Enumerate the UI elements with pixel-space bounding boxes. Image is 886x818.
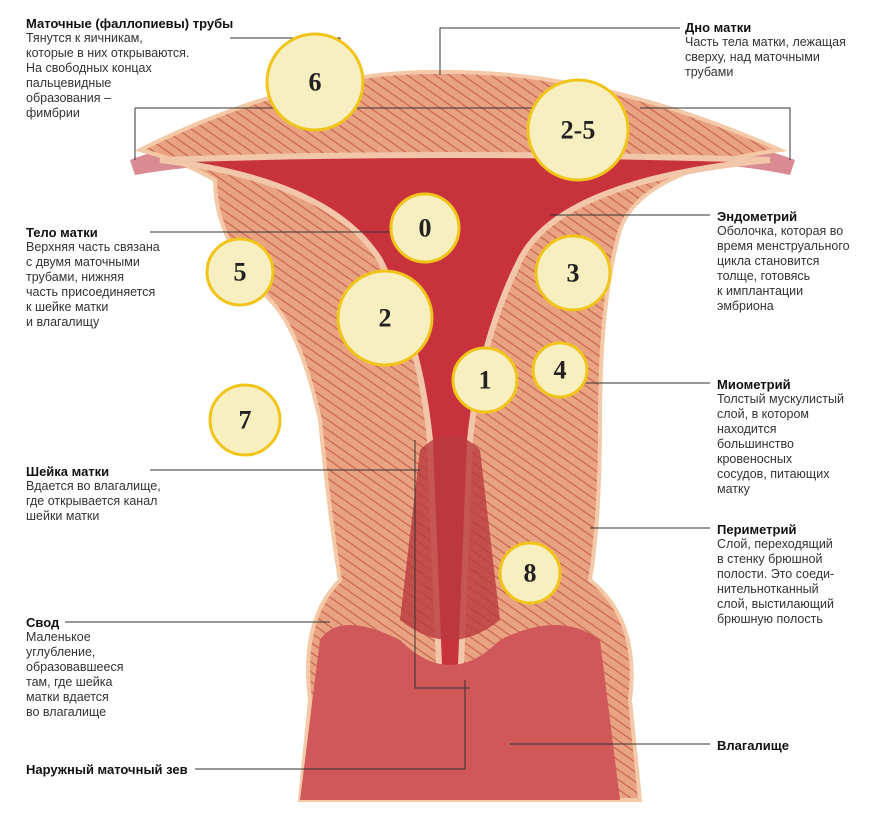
marker-5: 5 xyxy=(205,237,275,307)
marker-number: 1 xyxy=(479,366,492,395)
marker-1: 1 xyxy=(451,346,519,414)
label-text: Верхняя часть связана с двумя маточными … xyxy=(26,240,160,329)
marker-circle xyxy=(208,383,282,457)
leader-lines xyxy=(65,27,791,770)
marker-2-5: 2-5 xyxy=(526,78,630,182)
marker-4: 4 xyxy=(531,341,589,399)
marker-circle xyxy=(498,541,562,605)
cervical-canal xyxy=(400,435,500,640)
marker-8: 8 xyxy=(498,541,562,605)
label-text: Часть тела матки, лежащая сверху, над ма… xyxy=(685,35,846,79)
label-text: Толстый мускулистый слой, в котором нахо… xyxy=(717,392,844,496)
label-title: Тело матки xyxy=(26,225,98,240)
label-title: Влагалище xyxy=(717,738,789,753)
marker-0: 0 xyxy=(389,192,461,264)
label-text: Тянутся к яичникам, которые в них открыв… xyxy=(26,31,190,120)
marker-circle xyxy=(451,346,519,414)
marker-3: 3 xyxy=(534,234,612,312)
label-text: Вдается во влагалище, где открывается ка… xyxy=(26,479,161,523)
label-title: Эндометрий xyxy=(717,209,798,224)
label-external-os: Наружный маточный зев xyxy=(26,762,196,777)
marker-circle xyxy=(389,192,461,264)
marker-number: 2 xyxy=(379,304,392,333)
marker-circle xyxy=(526,78,630,182)
marker-number: 2-5 xyxy=(561,116,596,145)
label-vagina: Влагалище xyxy=(717,738,882,753)
marker-number: 4 xyxy=(554,356,567,385)
label-text: Маленькое углубление, образовавшееся там… xyxy=(26,630,124,719)
label-title: Миометрий xyxy=(717,377,791,392)
marker-7: 7 xyxy=(208,383,282,457)
vagina xyxy=(300,625,620,800)
marker-number: 3 xyxy=(567,259,580,288)
label-title: Маточные (фаллопиевы) трубы xyxy=(26,16,234,31)
marker-number: 5 xyxy=(234,258,247,287)
marker-circle xyxy=(265,32,365,132)
marker-circle xyxy=(205,237,275,307)
label-text: Слой, переходящий в стенку брюшной полос… xyxy=(717,537,835,626)
marker-circle xyxy=(534,234,612,312)
label-title: Наружный маточный зев xyxy=(26,762,188,777)
marker-2: 2 xyxy=(336,269,434,367)
marker-number: 0 xyxy=(419,214,432,243)
label-text: Оболочка, которая во время менструальног… xyxy=(717,224,850,313)
marker-number: 8 xyxy=(524,559,537,588)
marker-circle xyxy=(531,341,589,399)
marker-number: 7 xyxy=(239,406,252,435)
marker-6: 6 xyxy=(265,32,365,132)
marker-number: 6 xyxy=(309,68,322,97)
label-title: Шейка матки xyxy=(26,464,110,479)
label-title: Свод xyxy=(26,615,60,630)
label-title: Дно матки xyxy=(685,20,752,35)
marker-circle xyxy=(336,269,434,367)
label-title: Периметрий xyxy=(717,522,797,537)
